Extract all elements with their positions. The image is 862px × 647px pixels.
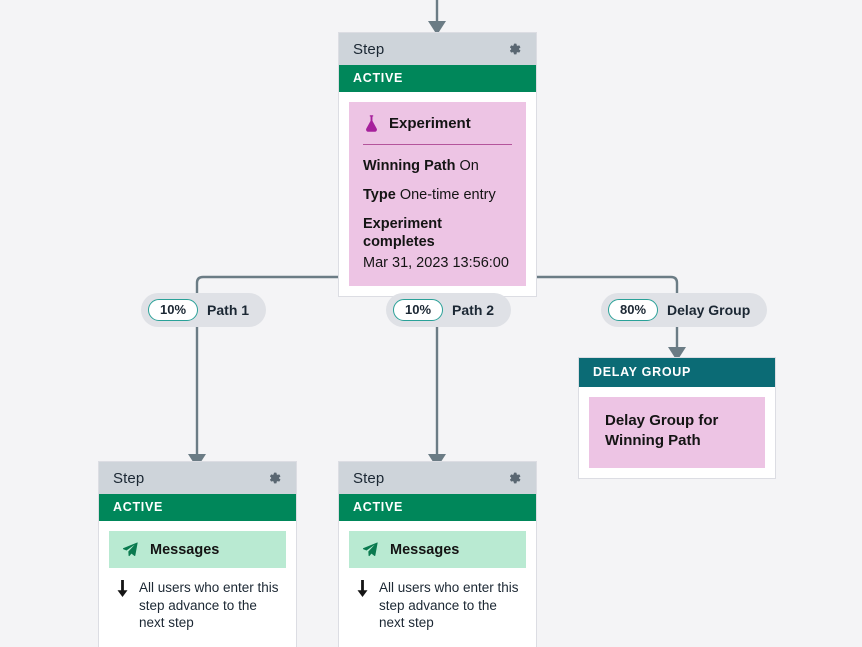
experiment-title: Experiment: [389, 115, 471, 132]
experiment-title-row: Experiment: [363, 114, 512, 133]
experiment-row-type: Type One-time entry: [363, 186, 512, 204]
delay-group-header: DELAY GROUP: [579, 358, 775, 387]
advance-rule-row: All users who enter this step advance to…: [109, 568, 286, 638]
branch-pill-path-2[interactable]: 10% Path 2: [386, 293, 512, 327]
branch-percent: 10%: [148, 299, 199, 321]
delay-group-body: Delay Group for Winning Path: [579, 387, 775, 478]
status-badge: ACTIVE: [339, 494, 536, 521]
message-step-card-1[interactable]: Step ACTIVE Messages: [98, 461, 297, 647]
experiment-card-body: Experiment Winning Path On Type One-time…: [339, 92, 536, 296]
flask-icon: [363, 114, 380, 133]
row-label: Type: [363, 187, 396, 204]
delay-group-line-1: Delay Group for: [605, 412, 719, 429]
paper-plane-icon: [362, 541, 379, 558]
branch-label: Delay Group: [667, 302, 751, 318]
experiment-detail-box[interactable]: Experiment Winning Path On Type One-time…: [349, 102, 526, 287]
completes-value: Mar 31, 2023 13:56:00: [363, 254, 509, 271]
branch-percent: 80%: [608, 299, 659, 321]
step-card-title: Step: [113, 469, 145, 487]
experiment-completes-label-row: Experiment completes: [363, 215, 512, 251]
branch-label: Path 2: [452, 302, 495, 318]
experiment-row-winning-path: Winning Path On: [363, 157, 512, 175]
delay-group-card[interactable]: DELAY GROUP Delay Group for Winning Path: [578, 357, 776, 479]
delay-group-inner-box[interactable]: Delay Group for Winning Path: [589, 397, 765, 468]
step-card-title: Step: [353, 40, 385, 58]
step-card-header: Step: [339, 462, 536, 494]
message-card-body: Messages All users who enter this step a…: [339, 521, 536, 647]
status-badge: ACTIVE: [339, 65, 536, 92]
advance-rule-row: All users who enter this step advance to…: [349, 568, 526, 638]
divider: [363, 144, 512, 145]
advance-text: All users who enter this step advance to…: [379, 580, 519, 631]
gear-icon[interactable]: [506, 41, 522, 57]
messages-label: Messages: [150, 541, 220, 558]
arrow-down-icon: [115, 579, 130, 597]
message-step-card-2[interactable]: Step ACTIVE Messages: [338, 461, 537, 647]
step-card-title: Step: [353, 469, 385, 487]
gear-icon[interactable]: [506, 470, 522, 486]
completes-label: Experiment completes: [363, 216, 442, 251]
branch-pill-path-1[interactable]: 10% Path 1: [141, 293, 267, 327]
messages-box[interactable]: Messages: [349, 531, 526, 568]
step-card-header: Step: [99, 462, 296, 494]
branch-label: Path 1: [207, 302, 250, 318]
paper-plane-icon: [122, 541, 139, 558]
branch-percent: 10%: [393, 299, 444, 321]
message-card-body: Messages All users who enter this step a…: [99, 521, 296, 647]
messages-box[interactable]: Messages: [109, 531, 286, 568]
messages-label: Messages: [390, 541, 460, 558]
step-card-header: Step: [339, 33, 536, 65]
branch-pill-delay-group[interactable]: 80% Delay Group: [601, 293, 768, 327]
arrow-down-icon: [355, 579, 370, 597]
status-badge: ACTIVE: [99, 494, 296, 521]
advance-text: All users who enter this step advance to…: [139, 580, 279, 631]
row-value: On: [459, 158, 479, 174]
experiment-step-card[interactable]: Step ACTIVE Experiment: [338, 32, 537, 298]
row-label: Winning Path: [363, 158, 456, 174]
row-value: One-time entry: [399, 187, 496, 204]
gear-icon[interactable]: [266, 470, 282, 486]
delay-group-line-2: Winning Path: [605, 432, 701, 450]
